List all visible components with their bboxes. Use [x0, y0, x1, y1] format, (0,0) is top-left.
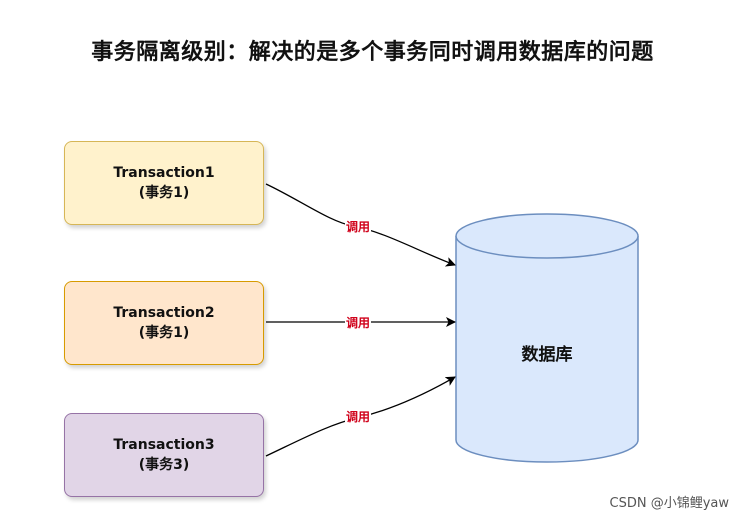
transaction2-name: Transaction2 — [113, 305, 215, 321]
database-cylinder — [455, 213, 639, 463]
transaction1-name: Transaction1 — [113, 165, 215, 181]
database-label: 数据库 — [521, 345, 573, 365]
transaction2-subtitle: (事务1) — [138, 325, 190, 341]
transaction3-box: Transaction3 (事务3) — [64, 413, 264, 497]
edge1-label: 调用 — [345, 219, 372, 235]
watermark: CSDN @小锦鲤yaw — [609, 496, 730, 511]
transaction2-box: Transaction2 (事务1) — [64, 281, 264, 365]
diagram-title: 事务隔离级别：解决的是多个事务同时调用数据库的问题 — [91, 40, 654, 65]
transaction3-subtitle: (事务3) — [138, 457, 190, 473]
edge3-label: 调用 — [345, 409, 372, 425]
transaction3-name: Transaction3 — [113, 437, 215, 453]
transaction1-box: Transaction1 (事务1) — [64, 141, 264, 225]
transaction1-subtitle: (事务1) — [138, 185, 190, 201]
edge2-label: 调用 — [345, 315, 372, 331]
